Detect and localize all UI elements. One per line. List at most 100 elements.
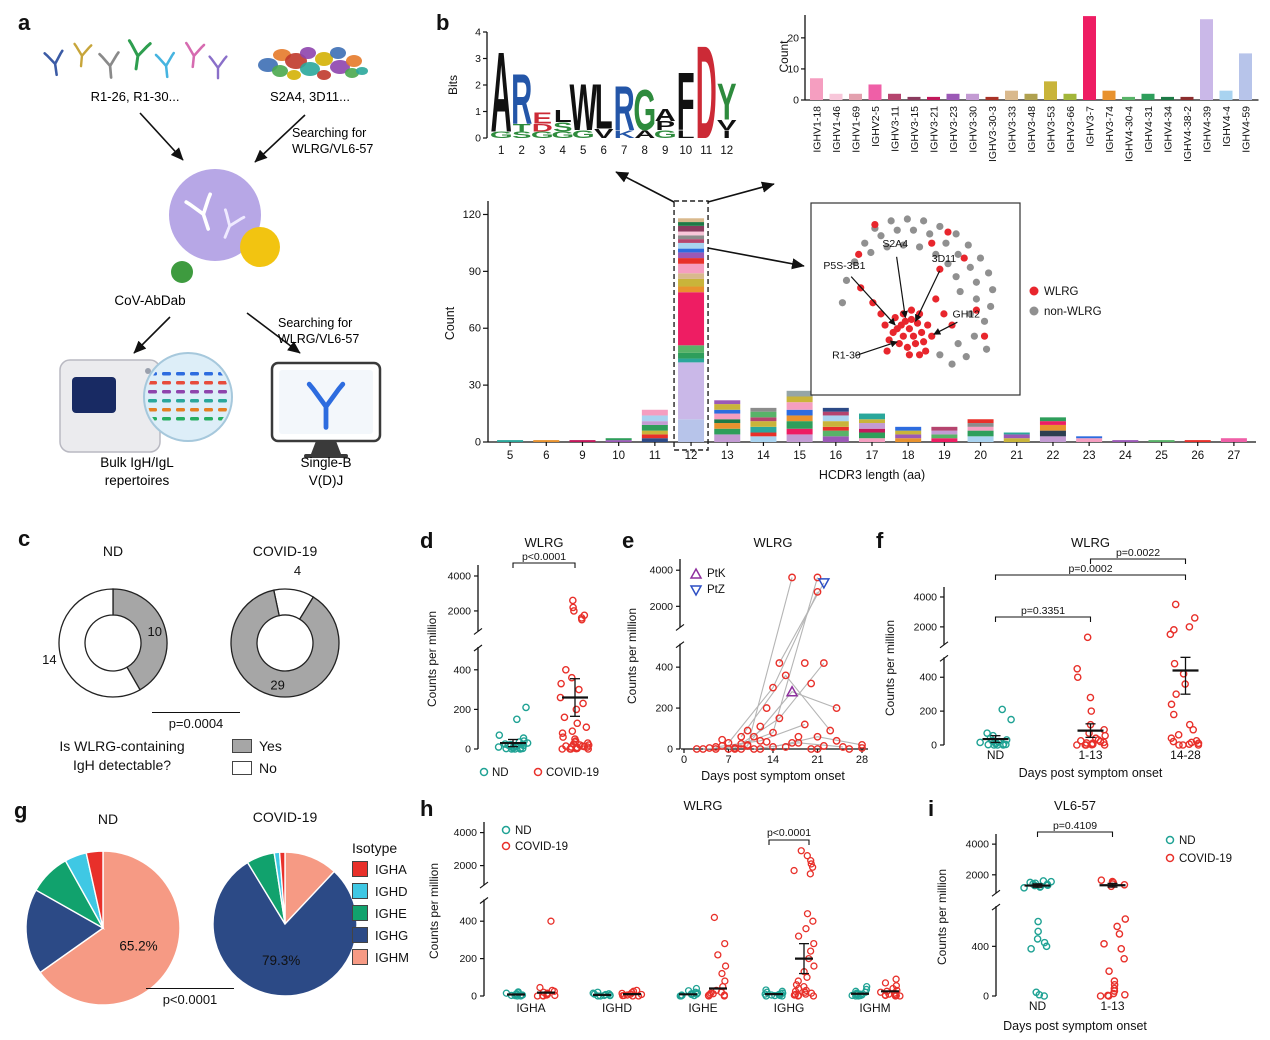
svg-text:IGHV3-66: IGHV3-66 [1065, 106, 1077, 153]
svg-text:65.2%: 65.2% [119, 938, 157, 953]
svg-text:V: V [594, 127, 614, 141]
panel-label-e: e [622, 528, 635, 553]
svg-text:G: G [490, 130, 513, 140]
single-b-label-2: V(D)J [309, 473, 344, 488]
protein-names-label: S2A4, 3D11... [270, 89, 350, 104]
svg-text:IGHV4-30-4: IGHV4-30-4 [1123, 106, 1135, 162]
svg-text:IGHV1-46: IGHV1-46 [831, 106, 843, 153]
antibody-icon [306, 381, 346, 430]
panel-label-h: h [420, 796, 434, 821]
svg-text:ND: ND [103, 543, 123, 559]
svg-text:G: G [633, 78, 656, 142]
legend-swatch [352, 861, 368, 877]
svg-text:W: W [569, 71, 597, 145]
svg-text:Days post symptom onset: Days post symptom onset [1003, 1019, 1147, 1033]
svg-text:1-13: 1-13 [1100, 999, 1124, 1013]
svg-text:GH12: GH12 [953, 309, 981, 321]
svg-text:5: 5 [507, 450, 513, 462]
svg-text:IGHV3-30: IGHV3-30 [967, 106, 979, 153]
isotype-legend-item: IGHA [352, 861, 409, 877]
svg-text:I: I [723, 128, 731, 140]
panel-label-i: i [928, 796, 935, 821]
legend-swatch [232, 761, 252, 775]
svg-text:400: 400 [459, 916, 477, 928]
nd-isotype-pie: 65.2%ND [25, 811, 181, 1006]
svg-text:T: T [513, 122, 532, 134]
svg-text:R1-30: R1-30 [832, 350, 861, 362]
svg-text:16: 16 [829, 450, 842, 462]
svg-text:60: 60 [469, 323, 481, 335]
svg-text:WLRG: WLRG [525, 535, 564, 550]
svg-text:ND: ND [1029, 999, 1047, 1013]
svg-text:ND: ND [987, 748, 1005, 762]
panel-label-c: c [18, 526, 31, 551]
svg-text:400: 400 [971, 941, 989, 953]
legend-swatch [232, 739, 252, 753]
svg-text:15: 15 [793, 450, 806, 462]
svg-text:0: 0 [465, 744, 471, 756]
svg-text:HCDR3 length (aa): HCDR3 length (aa) [819, 468, 925, 482]
antibody-icon [208, 55, 228, 80]
svg-text:13: 13 [721, 450, 734, 462]
panel-a-workflow-diagram: R1-26, R1-30... S2A4, 3D11... Searching … [43, 39, 382, 488]
svg-text:29: 29 [270, 678, 284, 693]
svg-text:26: 26 [1191, 450, 1204, 462]
svg-text:A: A [634, 128, 655, 140]
svg-text:4: 4 [560, 145, 567, 157]
svg-text:4: 4 [475, 27, 481, 39]
legend-swatch [352, 927, 368, 943]
svg-text:7: 7 [621, 145, 627, 157]
svg-text:L: L [595, 71, 613, 143]
svg-text:90: 90 [469, 266, 481, 278]
svg-text:G: G [654, 128, 677, 140]
svg-text:COVID-19: COVID-19 [515, 841, 568, 853]
svg-text:0: 0 [667, 744, 673, 756]
svg-text:200: 200 [919, 706, 937, 718]
svg-text:F: F [677, 57, 695, 149]
antibody-icon [98, 51, 120, 79]
panel-label-b: b [436, 10, 450, 35]
svg-text:23: 23 [1083, 450, 1096, 462]
svg-text:8: 8 [642, 145, 648, 157]
svg-text:10: 10 [147, 624, 161, 639]
svg-text:Count: Count [443, 306, 457, 340]
svg-text:IGHV2-5: IGHV2-5 [870, 106, 882, 147]
svg-text:2000: 2000 [966, 869, 990, 881]
svg-text:400: 400 [655, 662, 673, 674]
svg-text:IGHV3-15: IGHV3-15 [909, 106, 921, 153]
svg-text:27: 27 [1228, 450, 1241, 462]
antibody-icon [43, 49, 64, 77]
svg-text:WLRG: WLRG [684, 798, 723, 813]
svg-text:PtZ: PtZ [707, 584, 725, 596]
svg-text:IGHV3-74: IGHV3-74 [1104, 106, 1116, 153]
svg-text:17: 17 [866, 450, 879, 462]
svg-text:11: 11 [700, 145, 712, 157]
svg-text:G: G [551, 130, 574, 140]
svg-text:9: 9 [662, 145, 668, 157]
svg-text:IGHM: IGHM [859, 1001, 890, 1015]
svg-text:IGHD: IGHD [602, 1001, 632, 1015]
svg-text:Count: Count [777, 40, 791, 73]
svg-text:IGHV3-53: IGHV3-53 [1045, 106, 1057, 153]
svg-text:2000: 2000 [454, 860, 478, 872]
svg-text:4000: 4000 [448, 570, 472, 582]
antibody-icon [185, 41, 206, 69]
svg-text:Counts per million: Counts per million [883, 620, 897, 716]
svg-text:P: P [655, 119, 675, 133]
svg-text:79.3%: 79.3% [262, 953, 300, 968]
svg-text:1: 1 [475, 106, 481, 118]
svg-text:0: 0 [931, 740, 937, 752]
covid-isotype-pie: 79.3%COVID-19 [212, 809, 358, 997]
sequence-logo-chart: 01234BitsGA1STR2GDE3GSL4GW5VL6KR7AG8GPA9… [446, 19, 737, 167]
svg-text:G: G [572, 128, 595, 140]
g-comparison-line [146, 988, 234, 989]
